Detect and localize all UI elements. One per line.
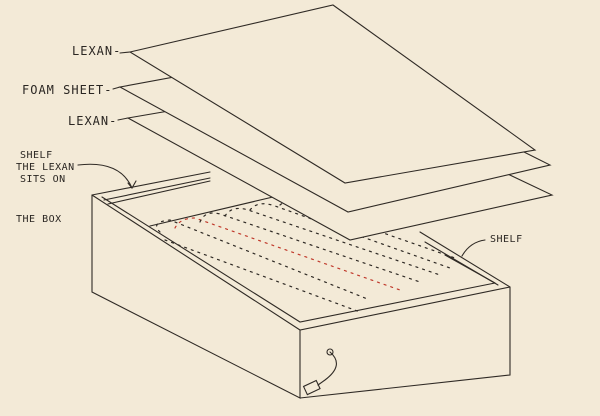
heating-wire bbox=[156, 200, 456, 313]
label-line: THE LEXAN bbox=[16, 162, 75, 173]
lexan-top-sheet bbox=[128, 4, 537, 184]
label-line: SITS ON bbox=[20, 174, 66, 185]
label-the-box: THE BOX bbox=[16, 214, 62, 225]
power-cord bbox=[302, 348, 337, 396]
label-lexan-bottom: LEXAN- bbox=[68, 114, 118, 128]
label-shelf-left: SHELF THE LEXAN SITS ON bbox=[16, 150, 75, 186]
shelf-arrow bbox=[77, 163, 133, 189]
label-shelf-right: SHELF bbox=[490, 234, 523, 245]
label-line: SHELF bbox=[20, 150, 53, 161]
label-lexan-top: LEXAN- bbox=[72, 44, 122, 58]
label-foam-sheet: FOAM SHEET- bbox=[22, 83, 113, 97]
box bbox=[91, 171, 511, 399]
shelf-right-arrow bbox=[461, 239, 486, 257]
